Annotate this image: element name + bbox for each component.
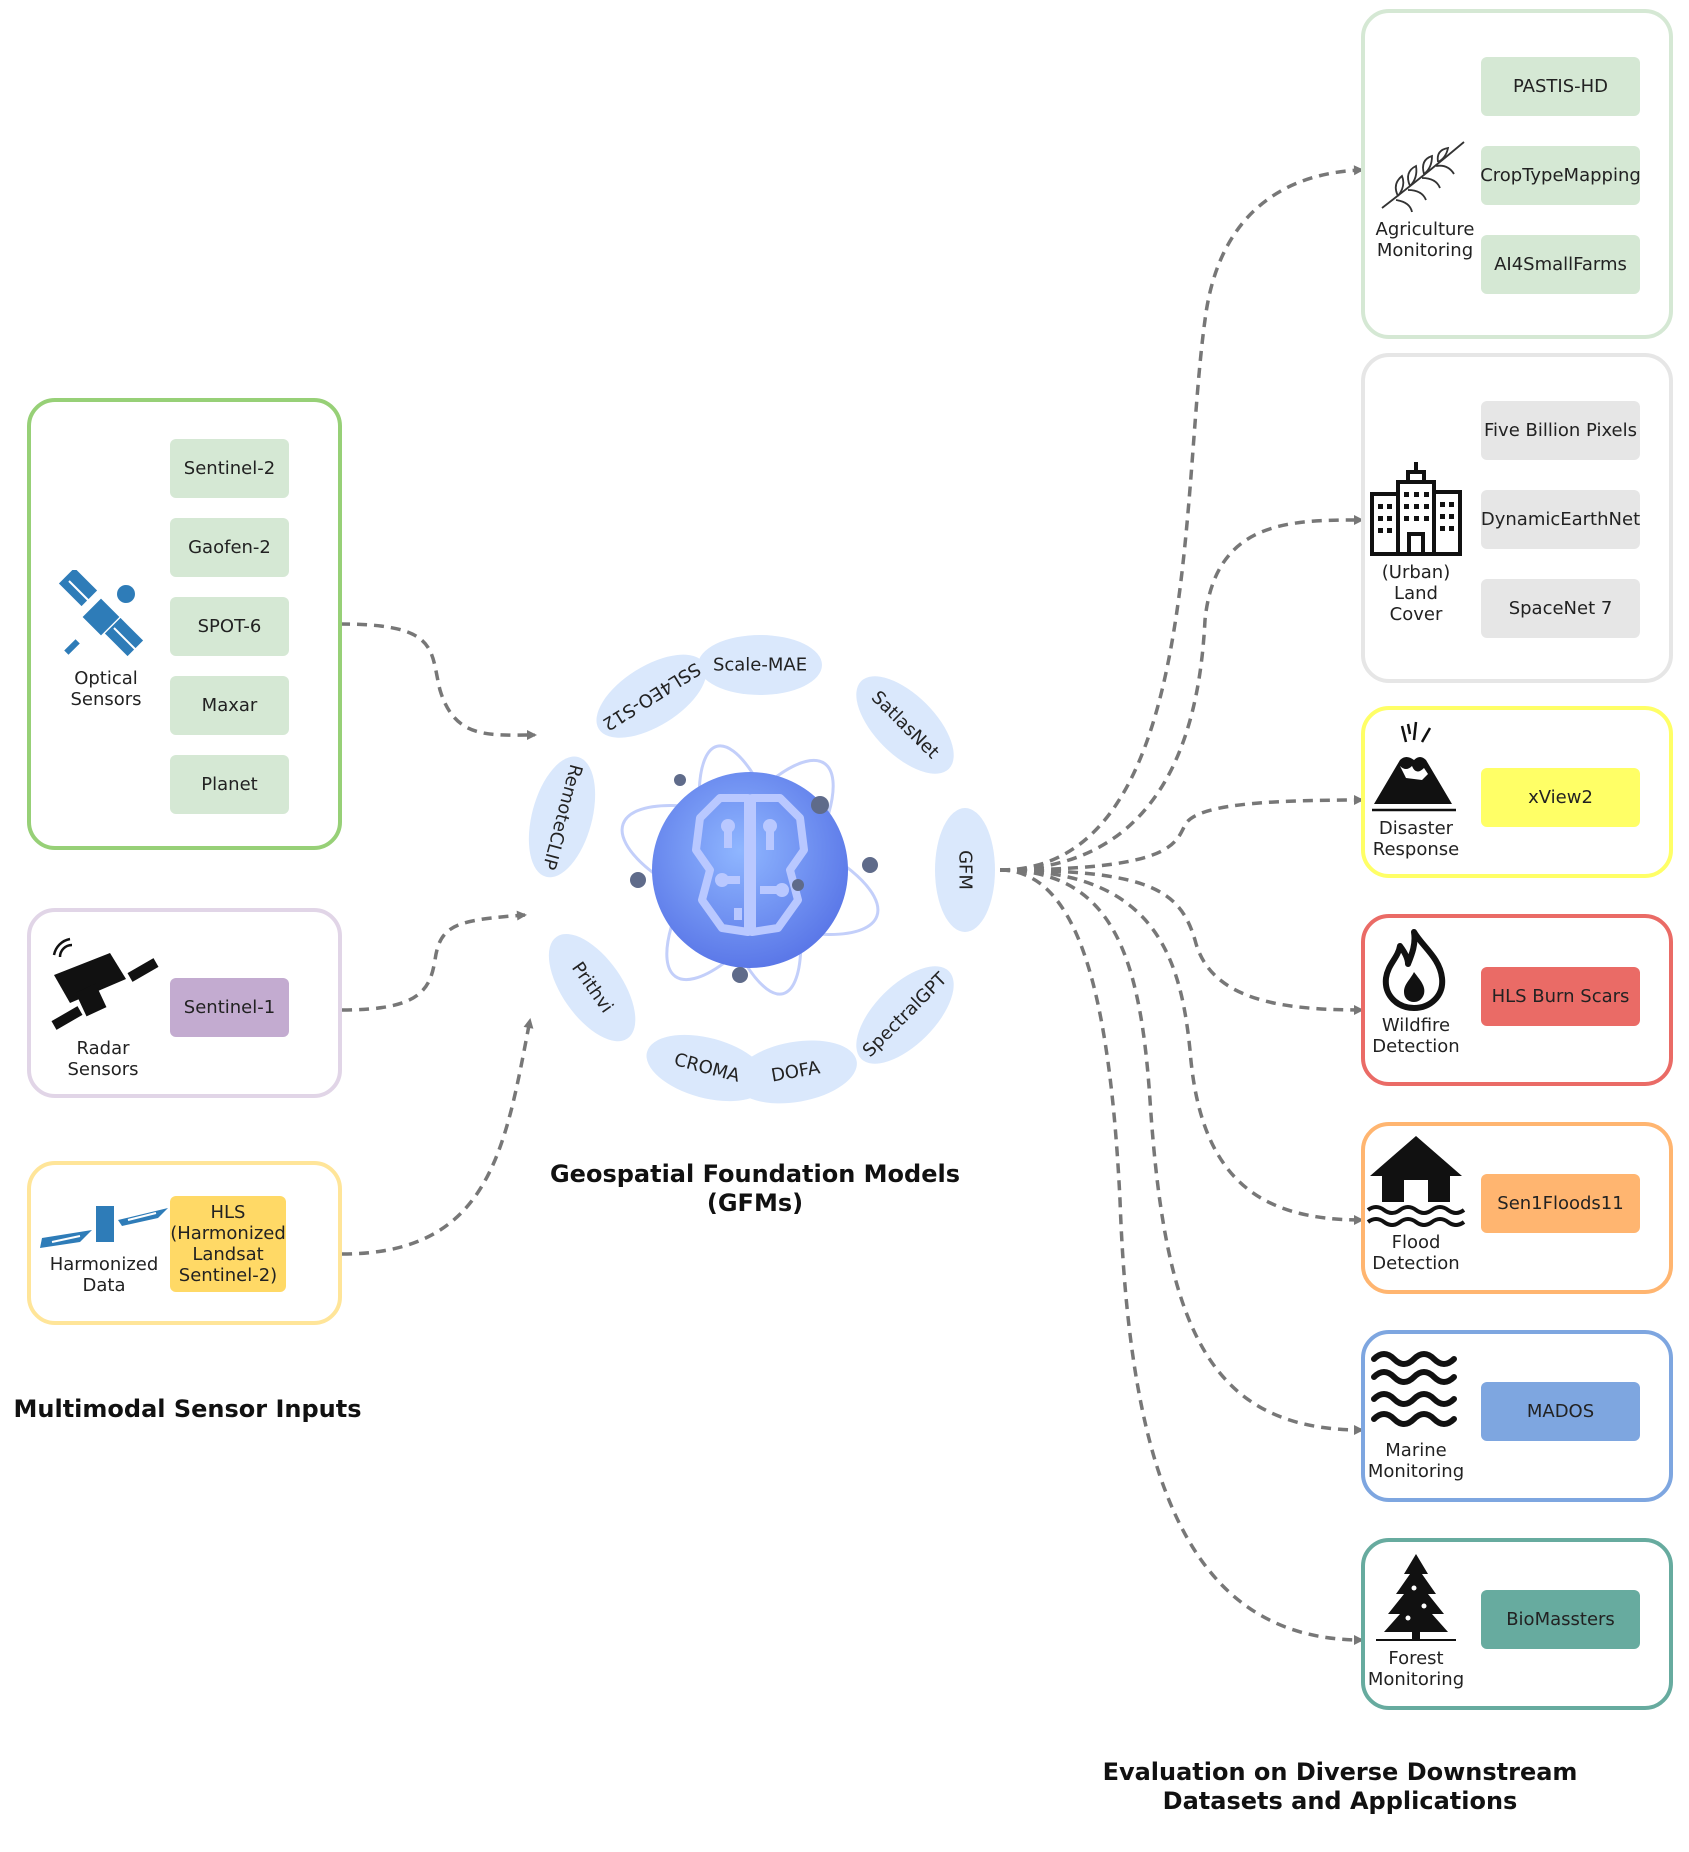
chip-xview2: xView2 — [1481, 768, 1640, 827]
disaster-label: Disaster Response — [1372, 818, 1460, 860]
fire-icon — [1382, 929, 1446, 1011]
model-ssl4eo-s12: SSL4EO-S12 — [596, 654, 707, 738]
radar-satellite-icon — [51, 937, 159, 1030]
chip-dynamicearthnet: DynamicEarthNet — [1481, 490, 1640, 549]
model-label: Scale-MAE — [713, 655, 807, 676]
buildings-icon — [1370, 462, 1462, 556]
marine-label: Marine Monitoring — [1367, 1440, 1465, 1482]
chip-ai4smallfarms: AI4SmallFarms — [1481, 235, 1640, 294]
radar-sensors-label: Radar Sensors — [67, 1038, 139, 1080]
chip-five-billion-pixels: Five Billion Pixels — [1481, 401, 1640, 460]
arrow-gfm-to-forest — [999, 868, 1364, 1645]
harmonized-data-icon — [40, 1206, 168, 1248]
model-prithvi: Prithvi — [548, 933, 636, 1042]
ai-brain-globe-icon — [620, 744, 880, 996]
chip-spacenet-7: SpaceNet 7 — [1481, 579, 1640, 638]
inputs-title: Multimodal Sensor Inputs — [13, 1395, 362, 1423]
model-scale-mae: Scale-MAE — [698, 635, 822, 695]
volcano-icon — [1372, 721, 1456, 812]
chip-mados: MADOS — [1481, 1382, 1640, 1441]
chip-hls: HLS (Harmonized Landsat Sentinel-2) — [170, 1196, 286, 1292]
chip-spot-6: SPOT-6 — [170, 597, 289, 656]
optical-sensors-label: Optical Sensors — [70, 668, 142, 710]
agriculture-label: Agriculture Monitoring — [1375, 219, 1475, 261]
arrow-gfm-to-agriculture — [999, 165, 1364, 872]
chip-croptypemapping: CropTypeMapping — [1480, 146, 1641, 205]
gfm-title: Geospatial Foundation Models (GFMs) — [549, 1160, 961, 1217]
chip-planet: Planet — [170, 755, 289, 814]
arrow-radar-to-gfm — [341, 910, 527, 1012]
model-remoteclip: RemoteCLIP — [528, 756, 596, 878]
chip-pastis-hd: PASTIS-HD — [1481, 57, 1640, 116]
arrow-gfm-to-disaster — [999, 795, 1364, 872]
arrow-gfm-to-flood — [999, 868, 1364, 1225]
model-croma: CROMA — [646, 1034, 768, 1102]
model-gfm: GFM — [935, 808, 995, 932]
chip-sen1floods11: Sen1Floods11 — [1481, 1174, 1640, 1233]
model-spectralgpt: SpectralGPT — [856, 966, 954, 1064]
forest-label: Forest Monitoring — [1367, 1648, 1465, 1690]
arrow-gfm-to-wildfire — [999, 868, 1364, 1015]
chip-hls-burn-scars: HLS Burn Scars — [1481, 967, 1640, 1026]
satellite-icon — [58, 570, 144, 657]
chip-biomassters: BioMassters — [1481, 1590, 1640, 1649]
waves-icon — [1371, 1351, 1457, 1427]
arrow-harmonized-to-gfm — [341, 1018, 534, 1256]
wildfire-label: Wildfire Detection — [1372, 1015, 1460, 1057]
arrow-optical-to-gfm — [339, 622, 537, 741]
model-label: GFM — [955, 850, 976, 890]
chip-sentinel-1: Sentinel-1 — [170, 978, 289, 1037]
arrow-gfm-to-urban — [999, 515, 1364, 872]
chip-gaofen-2: Gaofen-2 — [170, 518, 289, 577]
chip-sentinel-2: Sentinel-2 — [170, 439, 289, 498]
model-satlasnet: SatlasNet — [856, 676, 954, 774]
urban-label: (Urban) Land Cover — [1381, 562, 1451, 625]
tree-icon — [1376, 1554, 1456, 1641]
flooded-house-icon — [1366, 1136, 1466, 1227]
flood-label: Flood Detection — [1372, 1232, 1460, 1274]
applications-title: Evaluation on Diverse Downstream Dataset… — [1102, 1758, 1578, 1815]
chip-maxar: Maxar — [170, 676, 289, 735]
plant-icon — [1381, 141, 1465, 213]
harmonized-data-label: Harmonized Data — [49, 1254, 159, 1296]
